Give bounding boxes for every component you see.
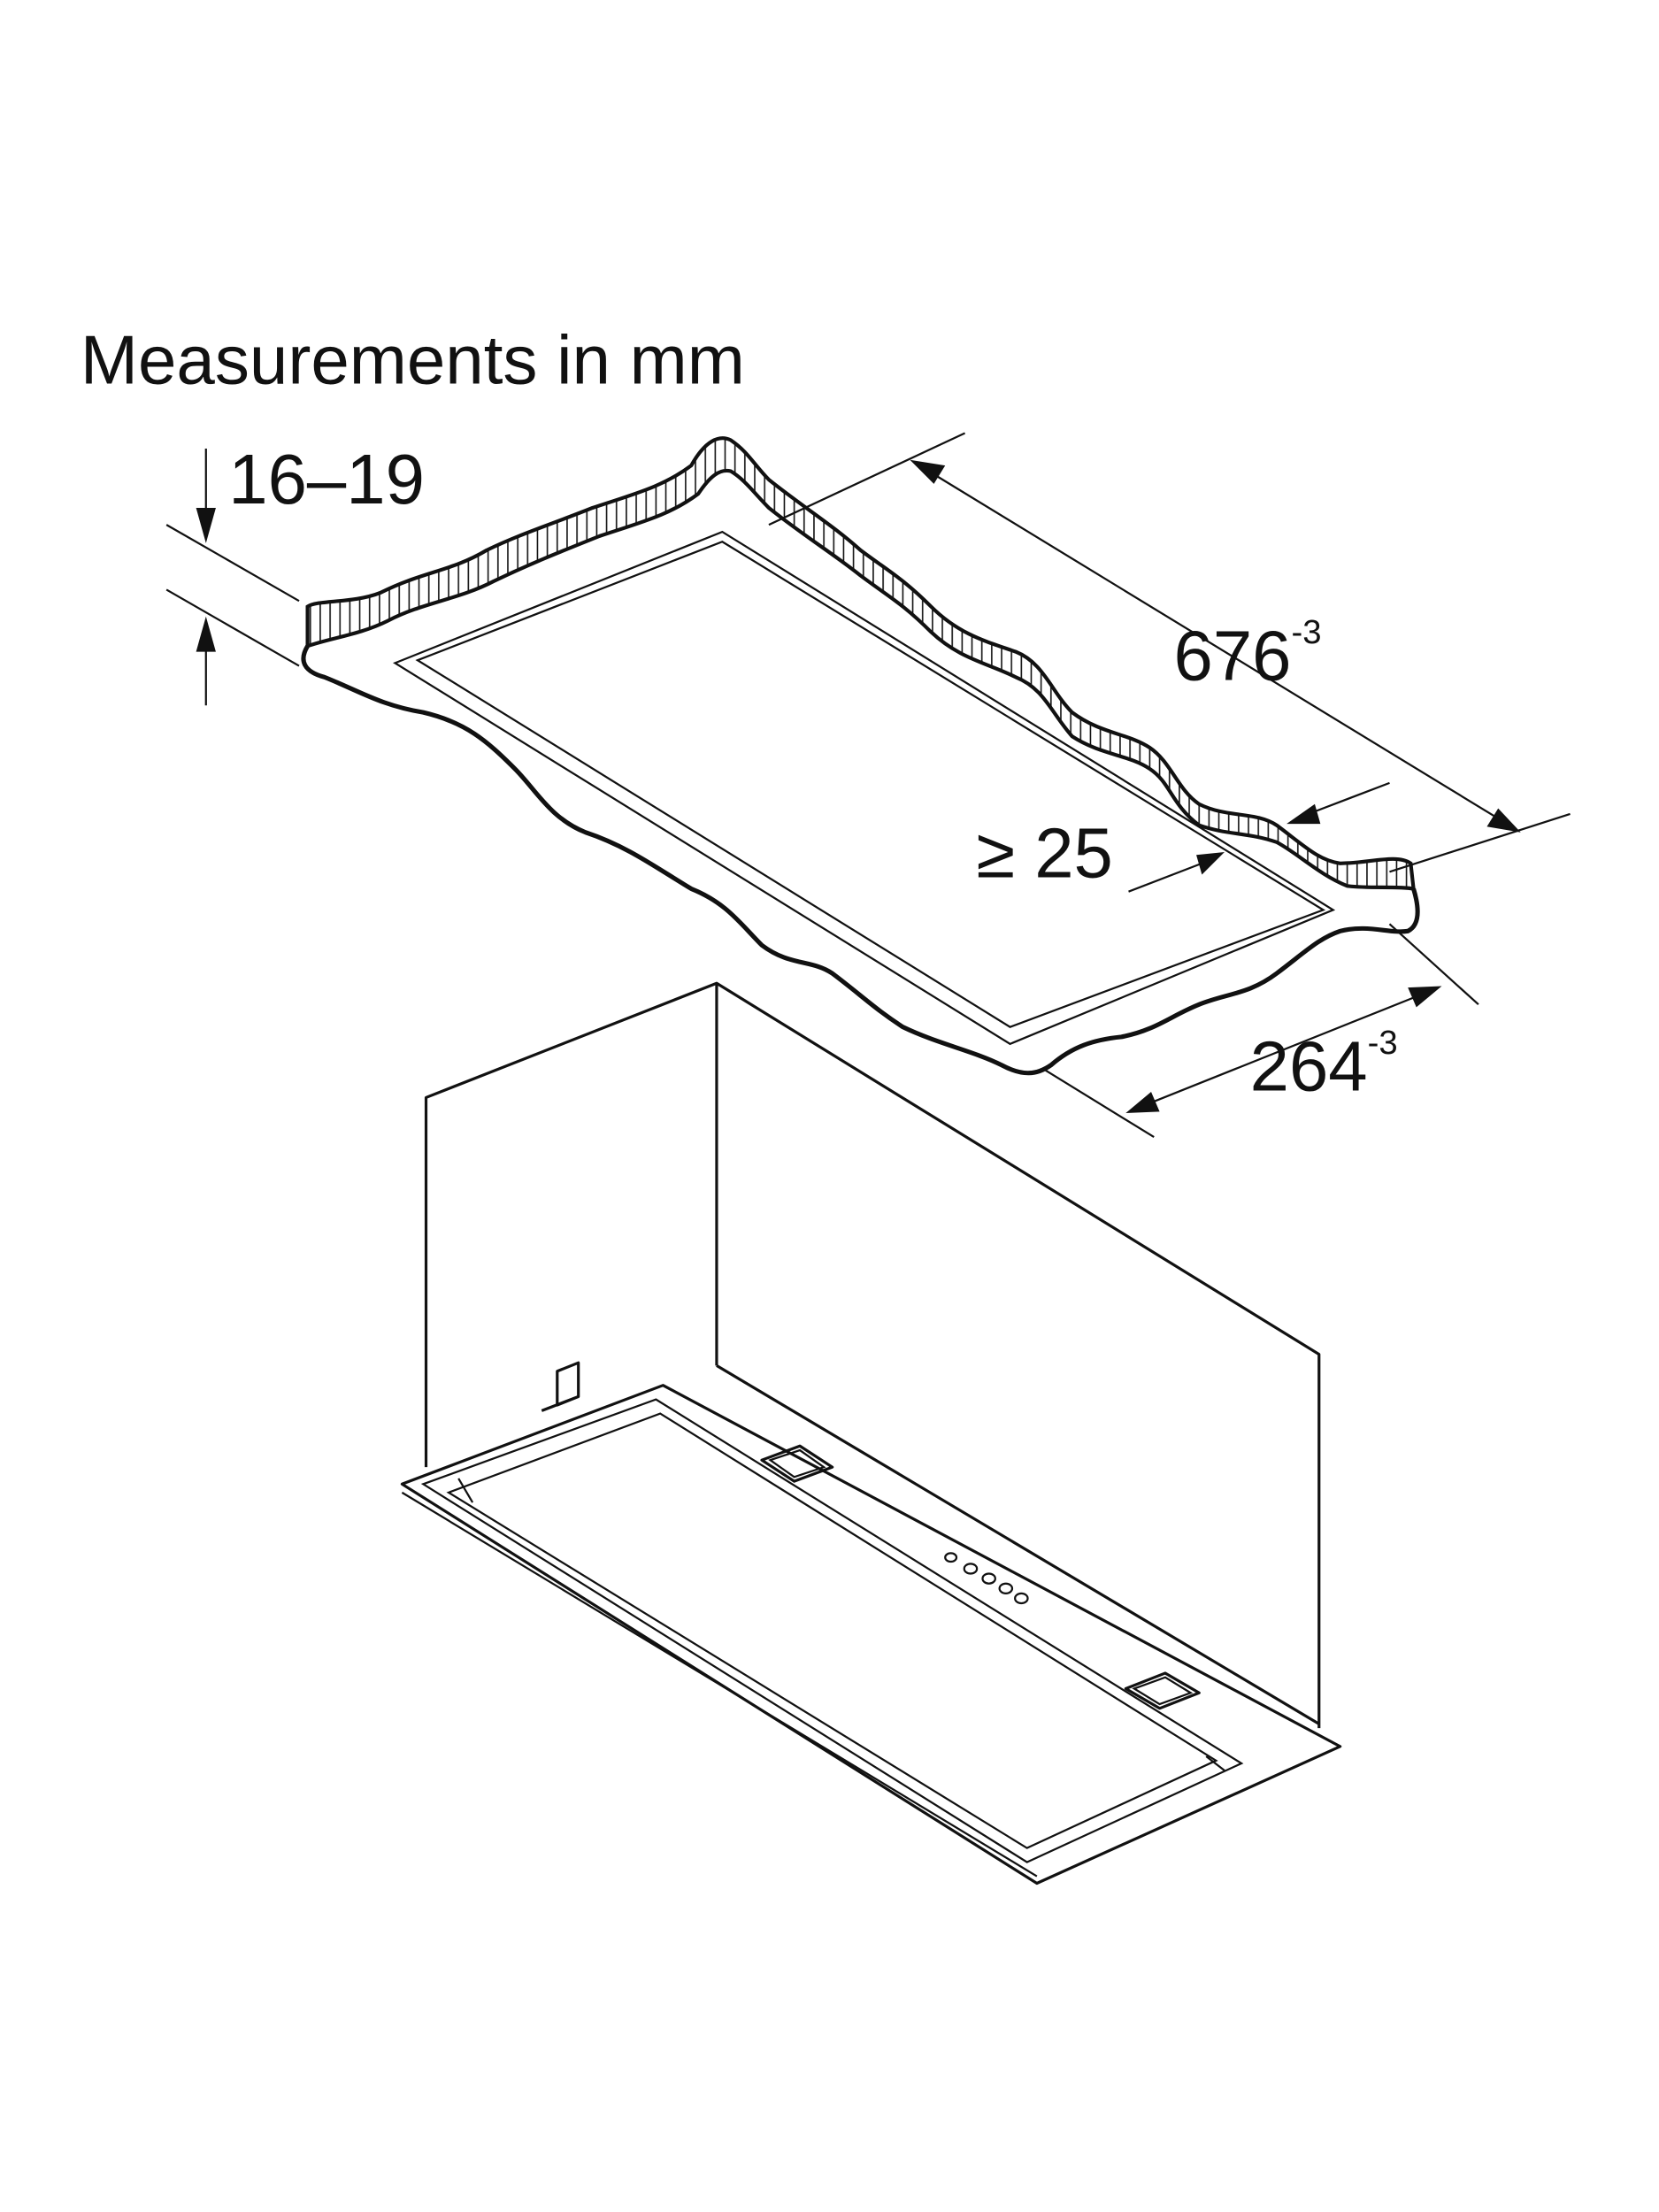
cooker-hood-unit (400, 981, 1342, 1886)
cutout-outer-edge (392, 530, 1336, 1046)
length-dimension: 676-3 (768, 432, 1571, 873)
mounting-clip-icon (541, 1361, 580, 1412)
thickness-label: 16–19 (228, 440, 425, 518)
edge-distance-dimension: ≥ 25 (976, 781, 1390, 893)
control-buttons (944, 1552, 1029, 1605)
arrow-icon (910, 459, 946, 484)
control-button (963, 1563, 979, 1575)
countertop-cutout (301, 436, 1420, 1076)
width-label: 264-3 (1250, 1024, 1398, 1105)
arrow-down-icon (196, 507, 216, 543)
thickness-dimension: 16–19 (165, 440, 425, 706)
cutout-inner-edge (415, 541, 1326, 1028)
edge-distance-label: ≥ 25 (976, 814, 1113, 893)
diagram-title: Measurements in mm (81, 321, 745, 399)
control-button (981, 1572, 996, 1585)
width-dimension: 264-3 (1043, 923, 1479, 1139)
arrow-up-icon (196, 616, 216, 652)
control-button (998, 1582, 1014, 1594)
arrow-icon (1286, 803, 1321, 825)
hood-box-top (424, 981, 1321, 1729)
arrow-icon (1196, 852, 1225, 875)
light-icon (1124, 1671, 1201, 1710)
length-label: 676-3 (1174, 613, 1322, 695)
countertop-outline (301, 644, 1420, 1076)
filter-panel (420, 1398, 1244, 1863)
hood-frame-plate (400, 1384, 1342, 1886)
control-button (944, 1552, 958, 1563)
control-button (1014, 1592, 1029, 1605)
arrow-icon (1486, 808, 1521, 833)
arrow-icon (1408, 986, 1442, 1008)
light-icon (760, 1444, 834, 1483)
arrow-icon (1125, 1092, 1160, 1113)
countertop-edge-band (305, 436, 1416, 891)
